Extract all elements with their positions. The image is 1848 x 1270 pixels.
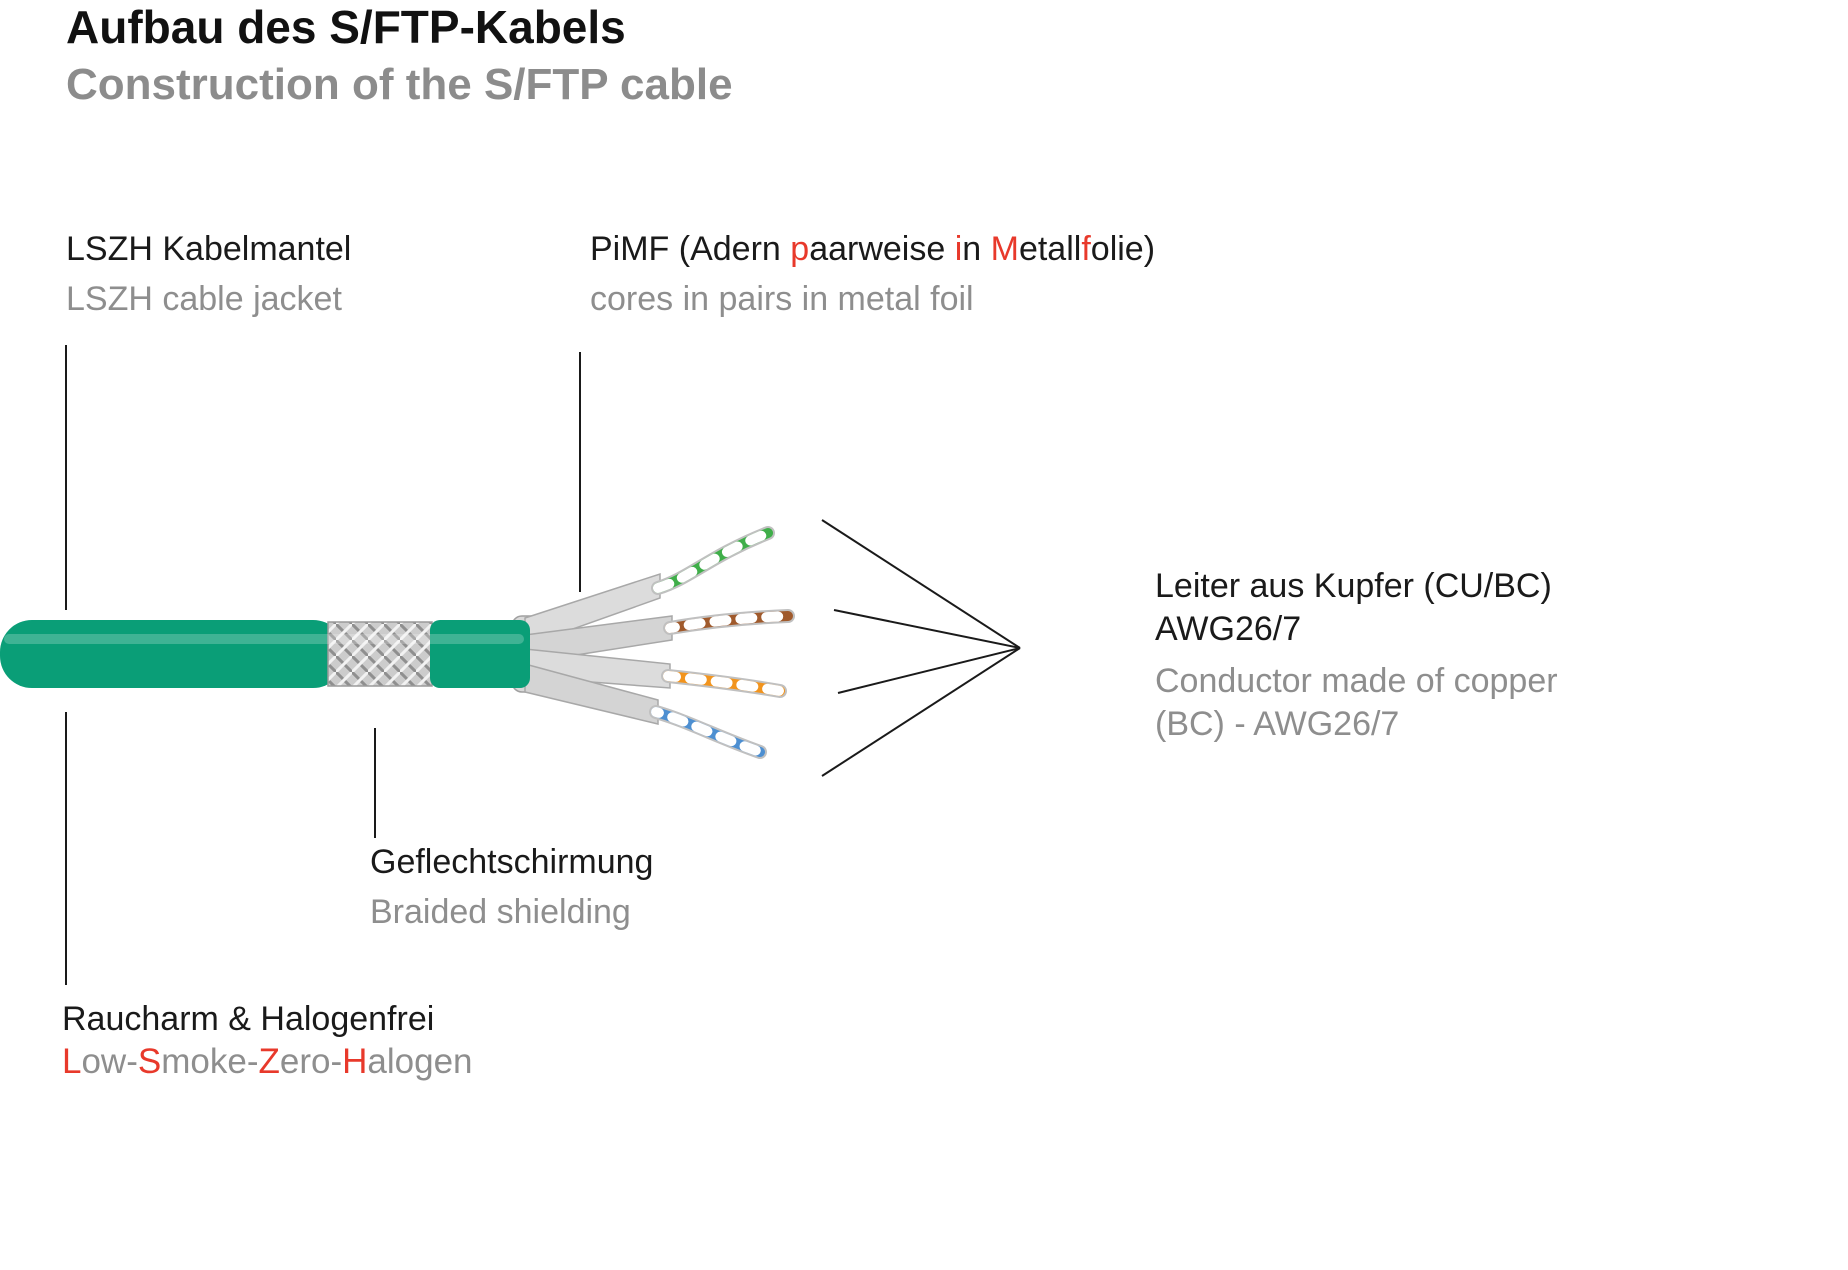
label-conductor-en-line2: (BC) - AWG26/7: [1155, 704, 1400, 743]
label-braid-en: Braided shielding: [370, 893, 631, 931]
conductor-fan-lines: [821, 519, 1021, 777]
fan-line-1: [821, 519, 1021, 649]
twisted-pair-green-white: [653, 528, 773, 593]
foil-pairs: [524, 572, 673, 725]
label-conductor-en-line1: Conductor made of copper: [1155, 662, 1558, 700]
fan-line-3: [837, 647, 1021, 694]
cable-highlight: [4, 634, 524, 644]
label-conductor-de-line1: Leiter aus Kupfer (CU/BC): [1155, 567, 1552, 605]
cable-jacket-right: [430, 620, 530, 688]
label-conductor-de-line2: AWG26/7: [1155, 609, 1302, 648]
leader-lines: [65, 345, 581, 985]
twisted-pair-blue-white: [651, 707, 765, 757]
label-braid-de: Geflechtschirmung: [370, 843, 654, 881]
label-lszh: Raucharm & Halogenfrei Low-Smoke-Zero-Ha…: [62, 1002, 473, 1079]
fan-line-2: [833, 609, 1021, 649]
label-jacket-de: LSZH Kabelmantel: [66, 230, 352, 268]
label-pimf: PiMF (Adern paarweise in Metallfolie) co…: [590, 232, 1155, 316]
label-lszh-en: Low-Smoke-Zero-Halogen: [62, 1042, 473, 1081]
label-conductor: Leiter aus Kupfer (CU/BC) AWG26/7 Conduc…: [1155, 565, 1558, 745]
label-lszh-de: Raucharm & Halogenfrei: [62, 1000, 435, 1038]
braid-section: [327, 621, 433, 687]
page-title: Aufbau des S/FTP-Kabels: [66, 1, 626, 53]
page-subtitle: Construction of the S/FTP cable: [66, 60, 733, 109]
label-jacket: LSZH Kabelmantel LSZH cable jacket: [66, 232, 351, 316]
label-pimf-de: PiMF (Adern paarweise in Metallfolie): [590, 230, 1156, 268]
twisted-pair-brown-white: [665, 611, 793, 633]
label-pimf-en: cores in pairs in metal foil: [590, 280, 974, 318]
cable-jacket-left: [0, 620, 345, 688]
fan-line-4: [821, 647, 1021, 777]
label-jacket-en: LSZH cable jacket: [66, 280, 342, 318]
label-braid: Geflechtschirmung Braided shielding: [370, 845, 653, 929]
twisted-pairs: [649, 526, 795, 759]
twisted-pair-orange-white: [663, 671, 785, 696]
